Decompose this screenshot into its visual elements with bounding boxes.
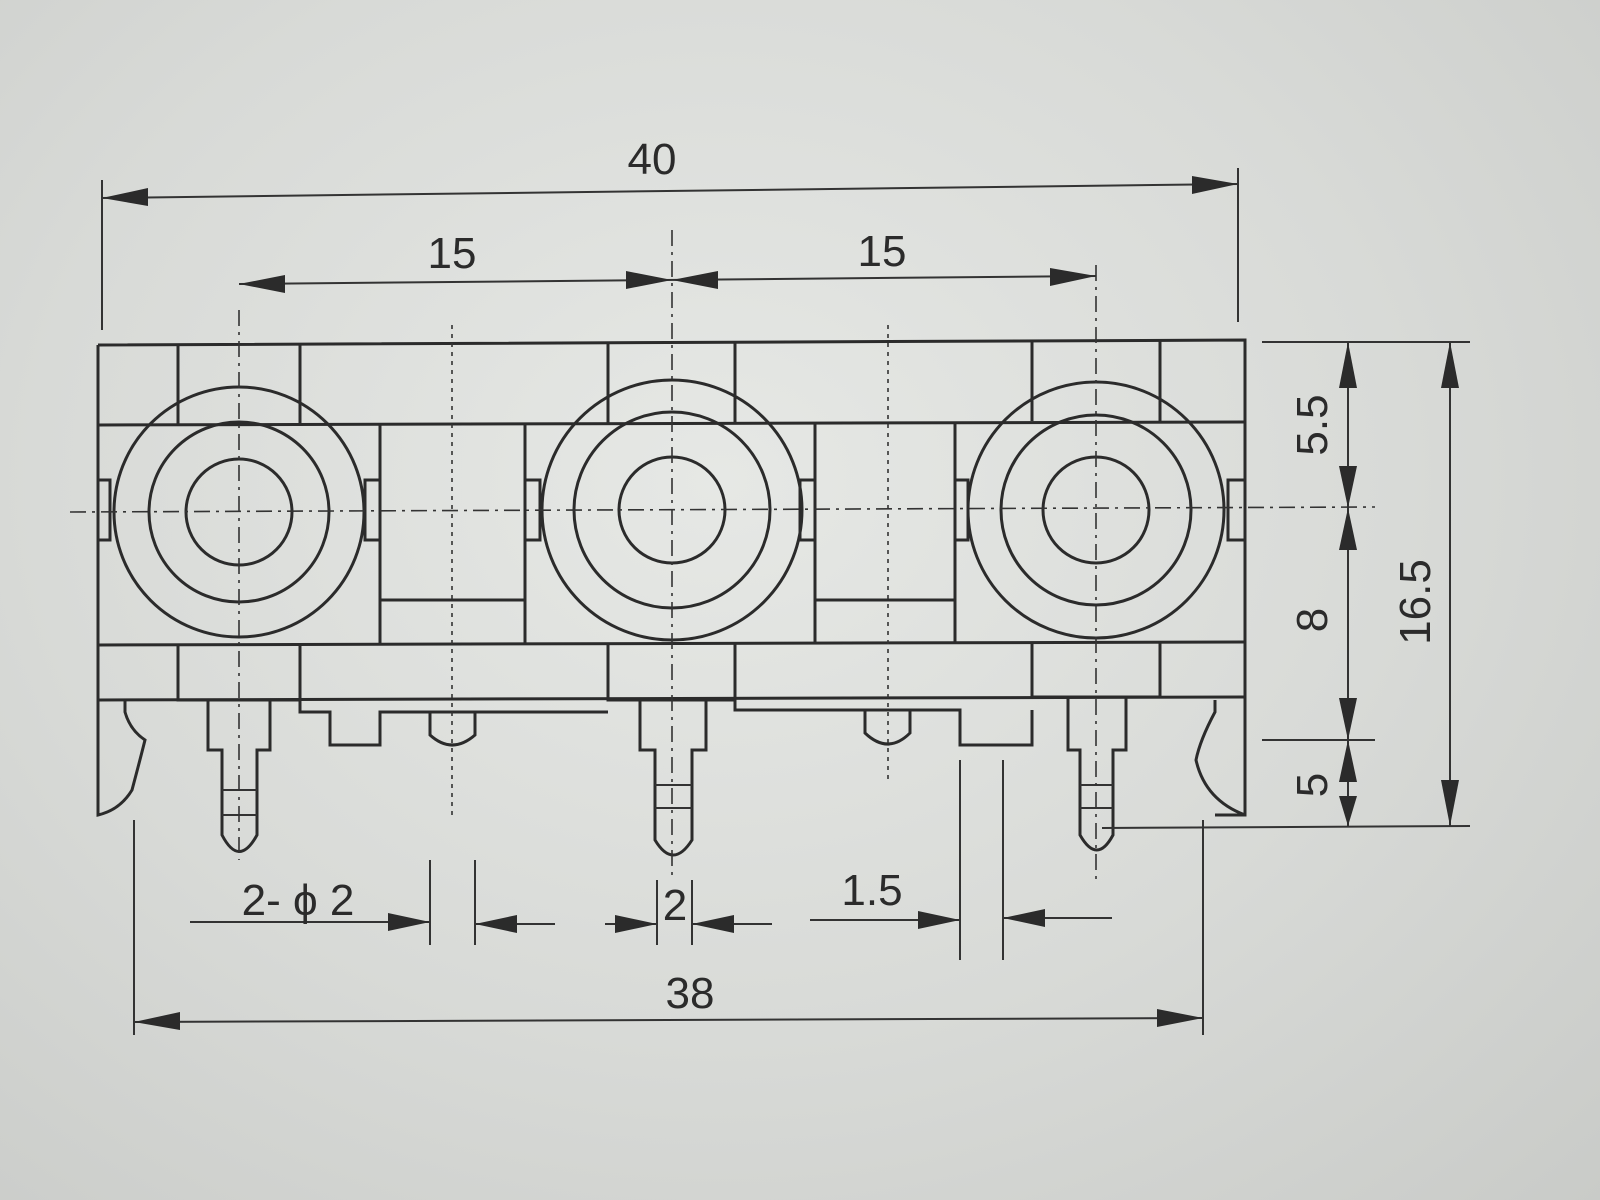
- label-pin-length: 5: [1288, 773, 1337, 797]
- label-overall-height: 16.5: [1391, 559, 1440, 645]
- label-top-to-center: 5.5: [1288, 394, 1337, 455]
- label-hole-spec: 2- ϕ 2: [242, 876, 355, 925]
- label-pitch-right: 15: [858, 227, 907, 276]
- dim-hole-spec: 2- ϕ 2: [190, 876, 555, 933]
- dim-pitch: 15 15: [238, 227, 1097, 293]
- center-lines: [69, 230, 1376, 880]
- label-gap: 1.5: [841, 866, 902, 915]
- extension-lines: [101, 168, 1471, 1035]
- pin-center: [638, 700, 708, 857]
- label-center-to-base: 8: [1288, 608, 1337, 632]
- dim-pin-width: 2: [605, 881, 772, 933]
- dim-base-width: 38: [133, 969, 1204, 1030]
- dim-overall-width: 40: [101, 135, 1239, 206]
- label-overall-width: 40: [628, 135, 677, 184]
- label-pitch-left: 15: [428, 229, 477, 278]
- dim-gap: 1.5: [810, 866, 1112, 929]
- label-pin-width: 2: [663, 881, 687, 930]
- label-base-width: 38: [666, 969, 715, 1018]
- dim-vertical-stack: 5.5 8 5: [1288, 342, 1357, 826]
- dim-overall-height: 16.5: [1391, 342, 1459, 826]
